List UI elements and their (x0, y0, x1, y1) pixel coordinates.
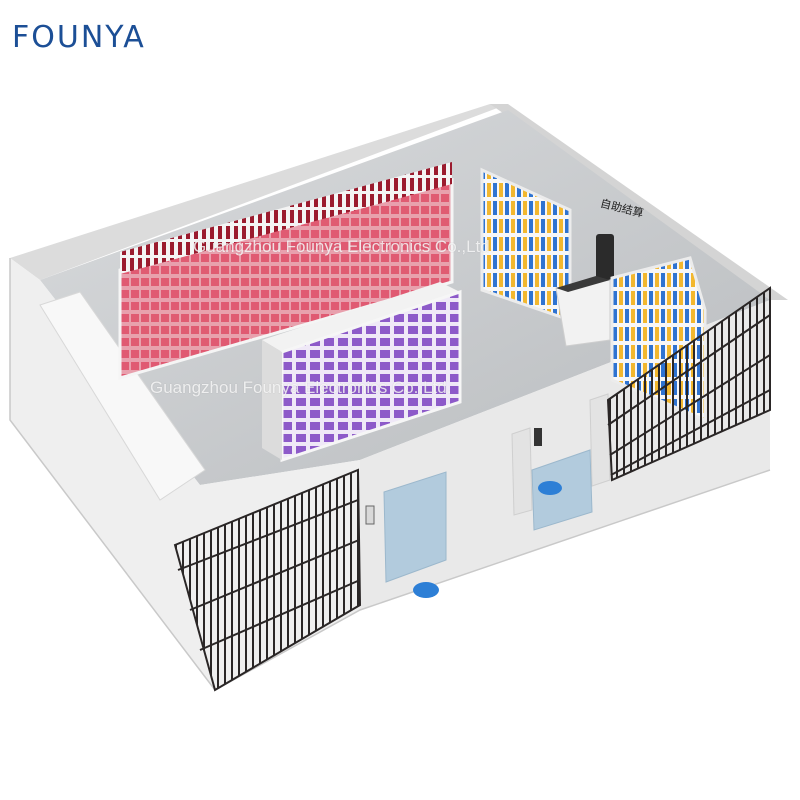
glass-door-right (531, 449, 593, 531)
center-gondola-side (262, 340, 282, 460)
floor-marker-entrance (413, 582, 439, 598)
glass-door-left (383, 471, 447, 583)
back-wall-left (10, 104, 508, 280)
center-gondola-top (262, 282, 460, 352)
watermark-middle: Guangzhou Founya Electronics Co.,Ltd. (150, 378, 452, 397)
security-grille-front (173, 468, 362, 692)
founya-logo: FOUNYA (12, 20, 146, 55)
checkout-counter-top (556, 276, 610, 292)
service-counter (39, 291, 206, 501)
door-access-reader (365, 505, 375, 525)
security-gate-left (511, 427, 533, 516)
access-panel (534, 428, 542, 446)
watermark-top: Guangzhou Founya Electronics Co.,Ltd. (193, 237, 495, 256)
floor-marker-exit (538, 481, 562, 495)
self-checkout-screen (596, 234, 614, 284)
wine-bottle-row (120, 162, 452, 274)
security-gate-right (589, 393, 611, 487)
